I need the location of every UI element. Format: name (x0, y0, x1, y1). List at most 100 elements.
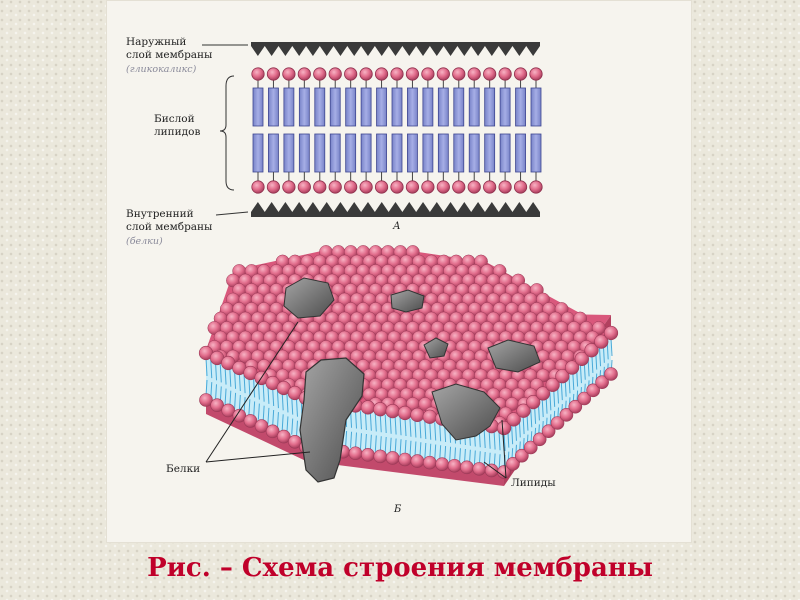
lipid-head-bottom (349, 447, 362, 460)
lipid-tail (361, 88, 371, 126)
lipid-head-edge (361, 401, 375, 415)
lipid-tail (330, 134, 340, 172)
lipid-head (252, 181, 264, 193)
lipid-tail-3d (611, 338, 612, 356)
lipid-head (468, 181, 480, 193)
lipid-head (314, 68, 326, 80)
inner-layer-zigzag (251, 202, 540, 217)
lipid-head (267, 68, 279, 80)
lipid-head (283, 68, 295, 80)
lipid-head-bottom (374, 450, 387, 463)
lipid-head-bottom (448, 459, 461, 472)
lipid-tail (438, 134, 448, 172)
lipid-head-edge (398, 406, 412, 420)
lipid-head (483, 181, 495, 193)
lipid-tail (268, 134, 278, 172)
lipid-head (437, 68, 449, 80)
lipid-head (453, 68, 465, 80)
lipid-tail (253, 88, 263, 126)
panel-b: Белки Липиды Б (166, 245, 618, 515)
label-bilayer-line2: липидов (154, 126, 200, 138)
membrane-figure: Наружный слой мембраны (гликокаликс) Бис… (106, 0, 692, 543)
label-outer-line2: слой мембраны (126, 49, 212, 61)
lipid-tail (469, 88, 479, 126)
leader-proteins-2 (206, 452, 310, 462)
figure-caption: Рис. – Схема строения мембраны (0, 548, 800, 588)
label-bilayer-line1: Бислой (154, 113, 195, 125)
membrane-diagram: Наружный слой мембраны (гликокаликс) Бис… (106, 0, 692, 543)
lipid-head-bottom (386, 451, 399, 464)
lipid-head (530, 181, 542, 193)
lipid-tail (315, 134, 325, 172)
lipid-head-bottom (473, 462, 486, 475)
lipid-head (483, 68, 495, 80)
lipid-head (344, 68, 356, 80)
lipid-head (298, 181, 310, 193)
lipid-head-edge (386, 404, 400, 418)
lipid-head (514, 181, 526, 193)
lipid-head (422, 181, 434, 193)
lipid-head-edge (411, 408, 425, 422)
lipid-head (329, 181, 341, 193)
lipid-head (391, 181, 403, 193)
lipid-tail (407, 134, 417, 172)
lipid-tail (377, 88, 387, 126)
lipid-head (499, 68, 511, 80)
lipid-tail (268, 88, 278, 126)
lipid-head-edge (373, 402, 387, 416)
lipid-tail (299, 88, 309, 126)
lipid-head (406, 181, 418, 193)
lipid-tail (516, 88, 526, 126)
panel-a-letter: А (392, 221, 401, 232)
lipid-tail (284, 134, 294, 172)
label-proteins: Белки (166, 463, 200, 475)
lipid-tail (346, 134, 356, 172)
inner-zigzag-shape (251, 202, 540, 217)
bilayer-brace (220, 76, 234, 190)
lipid-tail (531, 134, 541, 172)
lipid-tail (454, 88, 464, 126)
leader-inner (216, 212, 248, 215)
lipid-tail (299, 134, 309, 172)
panel-a: Наружный слой мембраны (гликокаликс) Бис… (126, 36, 542, 247)
lipid-head (329, 68, 341, 80)
lipid-head (375, 181, 387, 193)
outer-zigzag-shape (251, 42, 540, 56)
lipid-head-edge (423, 410, 437, 424)
lipid-head (406, 68, 418, 80)
label-inner-line2: слой мембраны (126, 221, 212, 233)
lipid-tail (531, 88, 541, 126)
panel-b-letter: Б (393, 504, 402, 515)
lipid-head (314, 181, 326, 193)
lipid-tail (392, 88, 402, 126)
label-lipids: Липиды (511, 477, 556, 489)
lipid-tail (485, 88, 495, 126)
lipid-head (360, 68, 372, 80)
lipid-head (283, 181, 295, 193)
lipid-tail (423, 134, 433, 172)
lipid-head-bottom (423, 456, 436, 469)
lipid-tail (330, 88, 340, 126)
lipid-tail (516, 134, 526, 172)
lipid-head-bottom (460, 461, 473, 474)
lipid-head (422, 68, 434, 80)
lipid-head-edge (604, 326, 618, 340)
lipid-tail (485, 134, 495, 172)
lipid-head-bottom (436, 458, 449, 471)
lipid-bilayer (252, 68, 542, 193)
lipid-tail (346, 88, 356, 126)
lipid-head (267, 181, 279, 193)
lipid-tail (315, 88, 325, 126)
note-outer: (гликокаликс) (126, 64, 197, 75)
lipid-tail (423, 88, 433, 126)
lipid-tail (361, 134, 371, 172)
lipid-tail (253, 134, 263, 172)
lipid-head (375, 68, 387, 80)
lipid-head (453, 181, 465, 193)
lipid-tail (500, 88, 510, 126)
lipid-head-bottom (411, 455, 424, 468)
lipid-tail (392, 134, 402, 172)
lipid-head (360, 181, 372, 193)
lipid-tail (284, 88, 294, 126)
